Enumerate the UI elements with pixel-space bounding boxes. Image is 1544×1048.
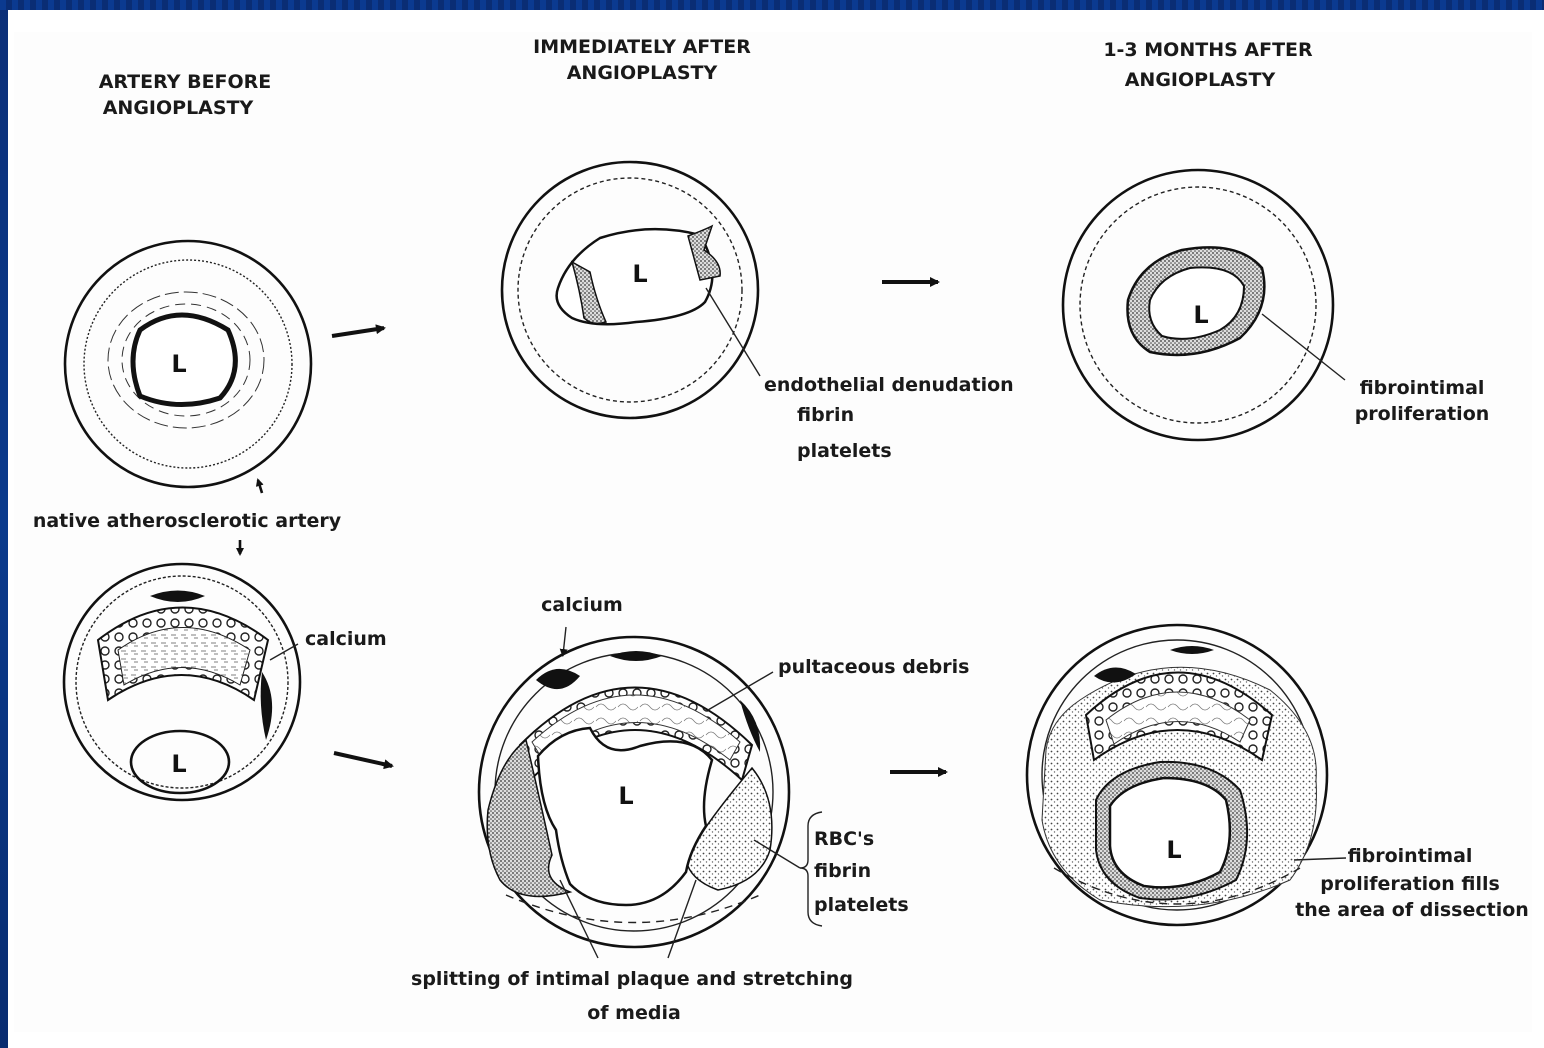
calcium-deposit-icon xyxy=(536,669,580,689)
fibrointimal-label-bottom-3: the area of dissection xyxy=(1295,899,1529,921)
immediately-after-cross-section: L xyxy=(502,162,758,418)
calcium-pointer-mid xyxy=(563,627,566,655)
months-after-calcified-section: L xyxy=(1027,625,1327,925)
native-artery-calcium-section: L xyxy=(64,564,300,800)
arrow-right-icon xyxy=(332,328,384,336)
calcium-deposit-icon xyxy=(261,672,272,740)
heading-immediately-line1: IMMEDIATELY AFTER xyxy=(533,36,751,58)
rbc-label: RBC's xyxy=(814,828,874,850)
fibrointimal-label-top-1: fibrointimal xyxy=(1360,377,1485,399)
artery-before-cross-section: L xyxy=(65,241,311,487)
lumen-label-native: L xyxy=(171,750,186,778)
fibrointimal-label-bottom-2: proliferation fills xyxy=(1320,873,1500,895)
lumen-label-calcified: L xyxy=(618,782,633,810)
months-after-cross-section: L xyxy=(1063,170,1333,440)
native-artery-label: native atherosclerotic artery xyxy=(33,510,342,532)
calcium-deposit-icon xyxy=(1170,646,1214,654)
immediately-after-calcified-section: L xyxy=(479,637,789,947)
fibrin-label-mid: fibrin xyxy=(814,860,871,882)
fibrointimal-label-bottom-1: fibrointimal xyxy=(1348,845,1473,867)
heading-before-line2: ANGIOPLASTY xyxy=(103,97,254,119)
splitting-label-1: splitting of intimal plaque and stretchi… xyxy=(411,968,853,990)
heading-immediately-line2: ANGIOPLASTY xyxy=(567,62,718,84)
heading-months-line2: ANGIOPLASTY xyxy=(1125,69,1276,91)
lumen-label-before: L xyxy=(171,350,186,378)
calcium-label-mid: calcium xyxy=(541,594,623,616)
calcium-pointer-line xyxy=(270,644,298,660)
fibrointimal-label-top-2: proliferation xyxy=(1355,403,1490,425)
splitting-label-2: of media xyxy=(587,1002,681,1024)
arrow-up-icon xyxy=(258,480,262,493)
heading-months-line1: 1-3 MONTHS AFTER xyxy=(1103,39,1313,61)
lumen-label-healed: L xyxy=(1166,836,1181,864)
arrow-right-icon xyxy=(334,753,392,766)
calcium-deposit-icon xyxy=(610,651,662,661)
platelets-label-mid: platelets xyxy=(814,894,909,916)
endothelial-label: endothelial denudation xyxy=(764,374,1014,396)
pultaceous-label: pultaceous debris xyxy=(778,656,969,678)
lumen-label-months: L xyxy=(1193,301,1208,329)
platelets-label-top: platelets xyxy=(797,440,892,462)
fibrin-label-top: fibrin xyxy=(797,404,854,426)
calcium-label-left: calcium xyxy=(305,628,387,650)
heading-before-line1: ARTERY BEFORE xyxy=(99,71,272,93)
lumen-label-immediate: L xyxy=(632,260,647,288)
calcium-deposit-icon xyxy=(150,591,205,603)
